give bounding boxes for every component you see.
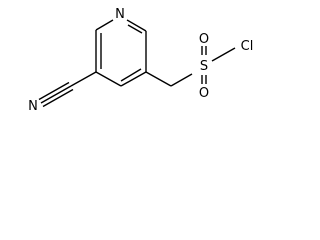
bond-c4-c3 xyxy=(95,71,122,87)
chemical-structure-diagram: N N S O O Cl xyxy=(28,7,253,114)
atom-label-nitrile-n: N xyxy=(28,99,38,114)
sulfonyl-chloride-group xyxy=(145,46,236,87)
bond-ch2-s xyxy=(170,73,193,87)
bond-c2-n1 xyxy=(95,19,114,31)
bond-c3-cnitrile xyxy=(70,71,97,87)
bond-s-cl xyxy=(211,47,236,62)
atom-label-oxygen-top: O xyxy=(199,32,209,47)
bond-triple-3 xyxy=(42,88,74,108)
atom-label-oxygen-bottom: O xyxy=(199,86,209,101)
pyridine-ring xyxy=(95,19,147,87)
cyano-group xyxy=(38,71,97,108)
atom-label-chlorine: Cl xyxy=(241,39,254,54)
atom-label-sulfur: S xyxy=(200,59,208,74)
bond-triple-2 xyxy=(38,81,70,101)
bond-triple-1 xyxy=(40,85,72,104)
bond-c5-ch2 xyxy=(145,71,172,87)
atom-label-ring-n: N xyxy=(115,7,125,22)
atom-labels: N N S O O Cl xyxy=(28,7,253,114)
bond-n1-c6-inner xyxy=(127,24,143,34)
bond-c5-c4 xyxy=(120,71,147,87)
bond-c5-c4-inner xyxy=(120,68,142,82)
bond-n1-c6 xyxy=(126,19,147,32)
